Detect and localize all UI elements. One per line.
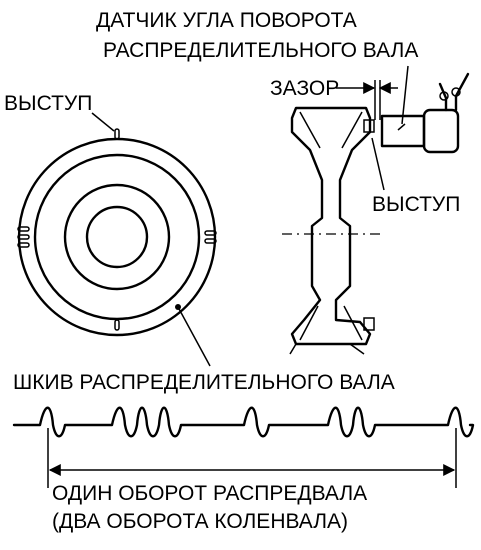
pulley-label-leader — [177, 306, 211, 367]
sensor-wire-loop-1 — [439, 91, 449, 101]
pulley-slot-top — [114, 128, 120, 140]
sensor-wire-2 — [454, 72, 470, 112]
cross-section-protrusion-bottom — [363, 317, 375, 331]
camshaft-sensor — [380, 72, 470, 154]
sensor-wire-1 — [438, 82, 448, 112]
sensor-title-line1: ДАТЧИК УГЛА ПОВОРОТА — [96, 9, 357, 32]
cross-section-tick-bl — [289, 343, 297, 355]
cross-section-tick-br — [349, 343, 365, 355]
pulley-hub-inner — [85, 205, 149, 269]
sensor-title-leader — [401, 65, 409, 125]
sensor-tip-mark — [397, 123, 406, 131]
pulley-label: ШКИВ РАСПРЕДЕЛИТЕЛЬНОГО ВАЛА — [13, 371, 395, 394]
cross-section-profile — [290, 106, 372, 346]
pulley-slot-left-2 — [17, 234, 30, 240]
cross-section-fillet-tr — [341, 111, 363, 149]
pulley-front-view — [17, 128, 217, 337]
sensor-title-line2: РАСПРЕДЕЛИТЕЛЬНОГО ВАЛА — [103, 39, 418, 62]
pulley-cross-section — [282, 106, 380, 355]
sensor-wire-loop-2 — [451, 87, 461, 97]
pulley-slot-bottom — [114, 319, 120, 331]
protrusion-right-label: ВЫСТУП — [372, 193, 460, 216]
pulley-hub-outer — [63, 183, 171, 291]
pulley-slot-left-3 — [17, 242, 30, 248]
sensor-signal-waveform — [12, 406, 475, 438]
revolution-label-line2: (ДВА ОБОРОТА КОЛЕНВАЛА) — [52, 510, 348, 533]
protrusion-right-leader — [371, 137, 385, 191]
pulley-slot-right-1 — [204, 230, 217, 236]
pulley-outer-ring — [17, 137, 217, 337]
cross-section-protrusion-top — [363, 119, 375, 133]
protrusion-left-label: ВЫСТУП — [4, 92, 92, 115]
gap-label: ЗАЗОР — [270, 77, 339, 100]
protrusion-left-leader — [91, 112, 115, 132]
pulley-slot-left-1 — [17, 226, 30, 232]
cross-section-fillet-tl — [299, 111, 321, 149]
sensor-body — [422, 108, 460, 154]
cross-section-fillet-bl — [299, 305, 319, 341]
pulley-inner-ring — [33, 153, 201, 321]
pulley-slot-right-2 — [204, 238, 217, 244]
revolution-label-line1: ОДИН ОБОРОТ РАСПРЕДВАЛА — [52, 482, 367, 505]
cross-section-fillet-br — [343, 305, 363, 341]
